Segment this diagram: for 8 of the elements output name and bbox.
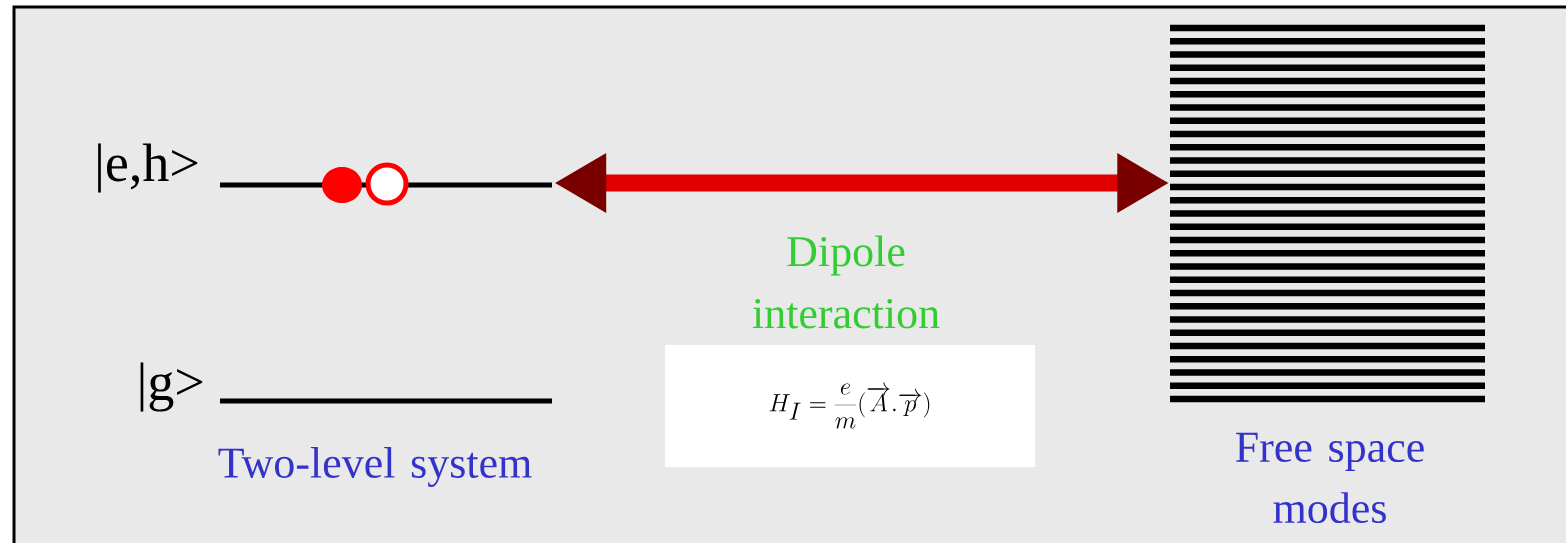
edge-label: Dipole interaction — [752, 235, 940, 329]
node-label: Free space modes — [1236, 432, 1424, 524]
state-label: |g> — [140, 362, 203, 412]
two-level-system-drawing — [220, 162, 552, 404]
formula-box: $H_I = \frac{e}{m}(\overrightarrow{A}.\overrightarrow{p})$ — [665, 345, 1035, 467]
free-space-modes-drawing — [1170, 24, 1485, 403]
state-label: |e,h> — [98, 143, 198, 193]
node-label: Two-level system — [218, 447, 532, 487]
